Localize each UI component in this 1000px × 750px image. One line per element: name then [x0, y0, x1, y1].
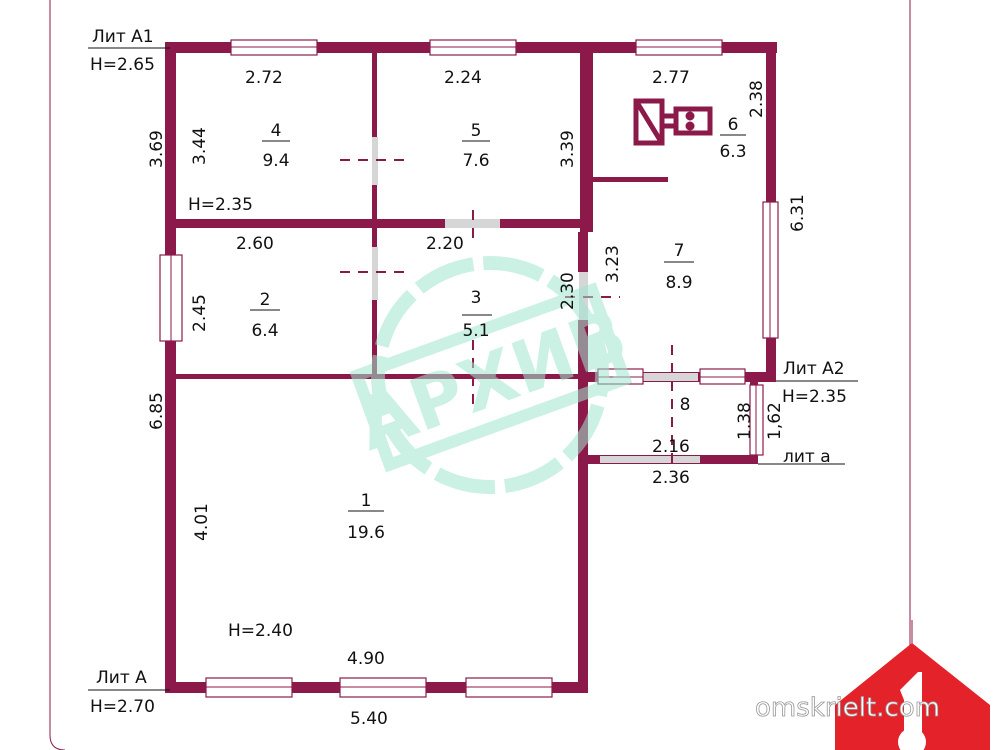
dimension-labels: 2.72 2.24 2.77 2.38 3.69 3.44 3.39 6.31 … — [147, 68, 808, 729]
svg-text:2.16: 2.16 — [652, 437, 690, 457]
svg-text:2: 2 — [260, 290, 271, 310]
svg-text:Н=2.40: Н=2.40 — [228, 621, 293, 641]
svg-text:7: 7 — [674, 241, 685, 261]
svg-text:5.40: 5.40 — [350, 709, 388, 729]
svg-text:2.20: 2.20 — [426, 234, 464, 254]
svg-text:6.31: 6.31 — [788, 194, 808, 232]
svg-text:19.6: 19.6 — [347, 523, 385, 543]
svg-text:4.01: 4.01 — [192, 503, 212, 541]
stove-sink-icon — [633, 98, 713, 146]
svg-text:3.44: 3.44 — [190, 127, 210, 165]
svg-text:2.30: 2.30 — [558, 272, 578, 310]
svg-text:9.4: 9.4 — [262, 151, 289, 171]
svg-text:Н=2.35: Н=2.35 — [188, 195, 253, 215]
svg-text:Н=2.70: Н=2.70 — [90, 697, 155, 717]
room-labels: 1 19.6 2 6.4 3 5.1 4 9.4 5 7.6 6 6.3 7 8.9 8 — [250, 115, 747, 543]
svg-text:7.6: 7.6 — [462, 151, 489, 171]
svg-text:6.3: 6.3 — [719, 142, 746, 162]
svg-text:2.38: 2.38 — [747, 80, 767, 118]
svg-text:1.38: 1.38 — [735, 402, 755, 440]
svg-text:лит а: лит а — [783, 447, 831, 467]
level-labels: Лит А1 Н=2.65 Лит А Н=2.70 Лит А2 Н=2.35… — [88, 27, 858, 717]
svg-text:Лит А1: Лит А1 — [92, 27, 154, 47]
svg-text:2.60: 2.60 — [236, 234, 274, 254]
svg-text:4: 4 — [271, 121, 282, 141]
svg-text:3.69: 3.69 — [147, 130, 167, 168]
svg-text:2.24: 2.24 — [444, 68, 482, 88]
svg-text:6.85: 6.85 — [147, 392, 167, 430]
svg-text:3.23: 3.23 — [603, 245, 623, 283]
svg-text:3: 3 — [471, 288, 482, 308]
svg-text:2.77: 2.77 — [652, 68, 690, 88]
svg-text:2.36: 2.36 — [652, 468, 690, 488]
svg-text:5.1: 5.1 — [462, 321, 489, 341]
svg-text:8.9: 8.9 — [665, 273, 692, 293]
svg-text:Н=2.35: Н=2.35 — [782, 387, 847, 407]
svg-text:2.72: 2.72 — [245, 68, 283, 88]
windows — [159, 39, 779, 698]
svg-text:3.39: 3.39 — [558, 130, 578, 168]
svg-text:6.4: 6.4 — [251, 321, 278, 341]
svg-text:2.45: 2.45 — [190, 294, 210, 332]
svg-text:1: 1 — [361, 491, 372, 511]
svg-text:4.90: 4.90 — [347, 649, 385, 669]
svg-text:6: 6 — [728, 115, 739, 135]
page-border-left — [49, 0, 66, 750]
svg-text:Лит А2: Лит А2 — [783, 359, 845, 379]
svg-text:5: 5 — [471, 121, 482, 141]
svg-text:8: 8 — [680, 395, 691, 415]
omskrielt-logo: omskrielt.com — [755, 620, 990, 750]
svg-text:Н=2.65: Н=2.65 — [90, 55, 155, 75]
svg-text:1,62: 1,62 — [765, 402, 785, 440]
svg-text:Лит А: Лит А — [96, 668, 147, 688]
svg-text:omskrielt.com: omskrielt.com — [755, 693, 940, 723]
